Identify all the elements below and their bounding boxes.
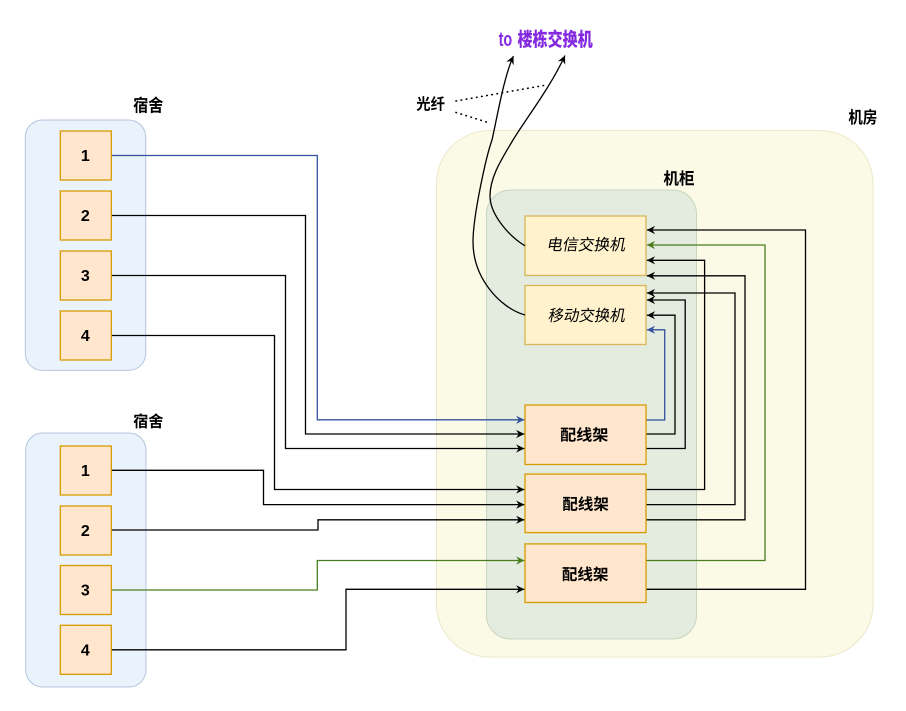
svg-text:3: 3 (81, 583, 90, 600)
svg-text:2: 2 (81, 523, 90, 540)
svg-text:3: 3 (81, 268, 90, 285)
svg-text:1: 1 (81, 148, 90, 165)
svg-text:to: to (499, 29, 513, 51)
svg-text:1: 1 (81, 463, 90, 480)
svg-text:4: 4 (81, 328, 90, 345)
svg-text:4: 4 (81, 642, 90, 659)
svg-text:2: 2 (81, 208, 90, 225)
